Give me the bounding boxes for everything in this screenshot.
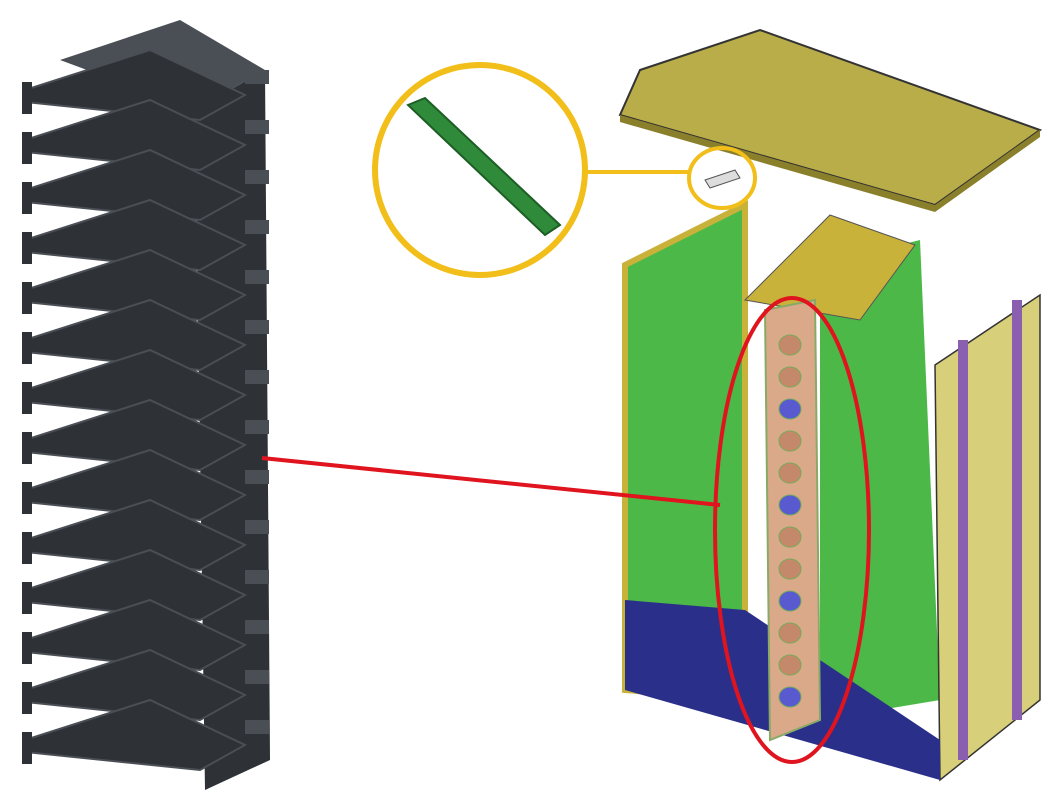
spine-hole — [778, 686, 802, 708]
pcb-callout — [372, 62, 757, 278]
spine-hole — [778, 654, 802, 676]
cable-management-tower — [22, 20, 270, 790]
shelf-bracket — [22, 82, 32, 114]
spine-hole — [778, 398, 802, 420]
spine-hole — [778, 494, 802, 516]
side-clip — [245, 570, 269, 584]
side-clip — [245, 470, 269, 484]
spine-hole — [778, 622, 802, 644]
side-clip — [245, 720, 269, 734]
spine-hole — [778, 462, 802, 484]
shelf-bracket — [22, 132, 32, 164]
shelf-bracket — [22, 682, 32, 714]
shelf-bracket — [22, 482, 32, 514]
spine-hole — [778, 430, 802, 452]
side-clip — [245, 270, 269, 284]
shelf-bracket — [22, 232, 32, 264]
shelf-bracket — [22, 732, 32, 764]
shelf-bracket — [22, 282, 32, 314]
shelf-bracket — [22, 432, 32, 464]
spine-hole — [778, 558, 802, 580]
highlight-annotation — [261, 296, 871, 764]
shelf-bracket — [22, 582, 32, 614]
spine-hole — [778, 590, 802, 612]
side-clip — [245, 370, 269, 384]
side-clip — [245, 320, 269, 334]
side-clip — [245, 620, 269, 634]
spine-holes — [778, 334, 802, 708]
shelf-bracket — [22, 382, 32, 414]
shelf-bracket — [22, 332, 32, 364]
side-clip — [245, 520, 269, 534]
spine-hole — [778, 334, 802, 356]
side-clip — [245, 420, 269, 434]
shelf-bracket — [22, 632, 32, 664]
purple-rail — [958, 340, 968, 760]
purple-rail — [1012, 300, 1022, 720]
spine-hole — [778, 526, 802, 548]
side-clip — [245, 120, 269, 134]
side-clip — [245, 670, 269, 684]
spine-hole — [778, 366, 802, 388]
cabinet-body — [622, 200, 1041, 782]
side-clip — [245, 170, 269, 184]
side-clip — [245, 220, 269, 234]
shelf-bracket — [22, 532, 32, 564]
pcb-board — [406, 96, 562, 237]
cabinet-lid — [618, 28, 1043, 212]
side-clip — [245, 70, 269, 84]
shelf-bracket — [22, 182, 32, 214]
